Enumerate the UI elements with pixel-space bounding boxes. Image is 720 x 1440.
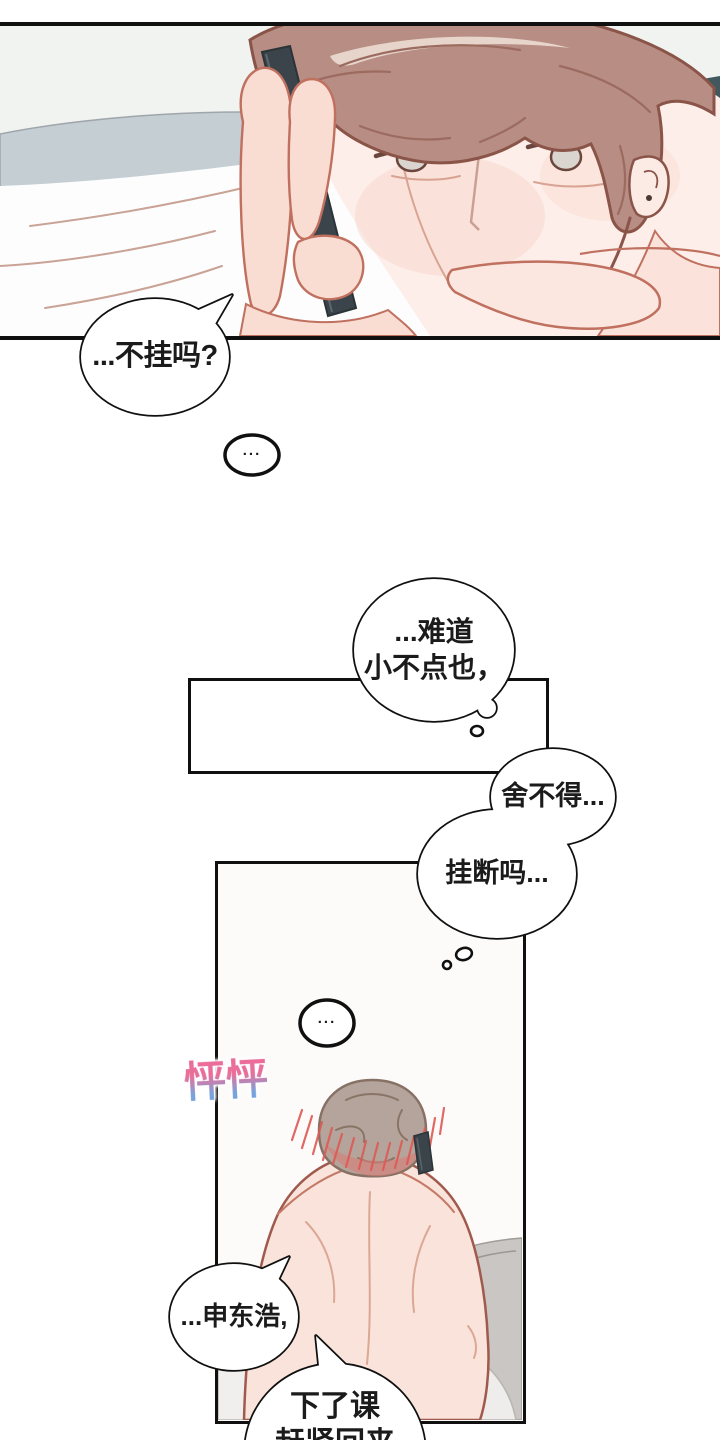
sfx-gradient-text: 怦怦 bbox=[183, 1052, 270, 1111]
earring-dot bbox=[646, 195, 652, 201]
speech-3-line-2: 赶紧回来 bbox=[275, 1425, 395, 1440]
thought-bubble-3-text: 挂断吗... bbox=[445, 858, 549, 889]
thought-bubble-1-text: ...难道小不点也， bbox=[352, 584, 516, 716]
speech-bubble-3-text: 下了课赶紧回来 bbox=[249, 1366, 421, 1440]
hand-shape bbox=[238, 66, 418, 336]
trail-bubble-text: ... bbox=[242, 442, 262, 460]
thought-1-line-1: ...难道 bbox=[394, 616, 474, 647]
panel-bottom-backview bbox=[215, 861, 526, 1424]
pointing-finger-shape bbox=[446, 247, 720, 330]
phone-shape-2 bbox=[413, 1131, 434, 1175]
nose-line bbox=[469, 153, 481, 231]
speech-bubble-2-text: ...申东浩, bbox=[180, 1301, 288, 1332]
heartbeat-sfx-text: 怦怦 bbox=[177, 1052, 276, 1111]
panel-top-bedroom bbox=[0, 22, 720, 340]
speech-bubble-1-text: ...不挂吗? bbox=[92, 340, 218, 373]
blush-hatch-lines bbox=[290, 1106, 446, 1172]
ear-shape bbox=[628, 155, 670, 219]
bottom-panel-illustration bbox=[218, 864, 522, 1420]
speech-3-line-1: 下了课 bbox=[290, 1390, 380, 1423]
thought-1-line-2: 小不点也， bbox=[363, 652, 504, 683]
ellipsis-bubble-text: ... bbox=[317, 1010, 337, 1028]
top-panel-illustration bbox=[0, 26, 720, 336]
thought-bubble-2-text: 舍不得... bbox=[501, 781, 605, 812]
